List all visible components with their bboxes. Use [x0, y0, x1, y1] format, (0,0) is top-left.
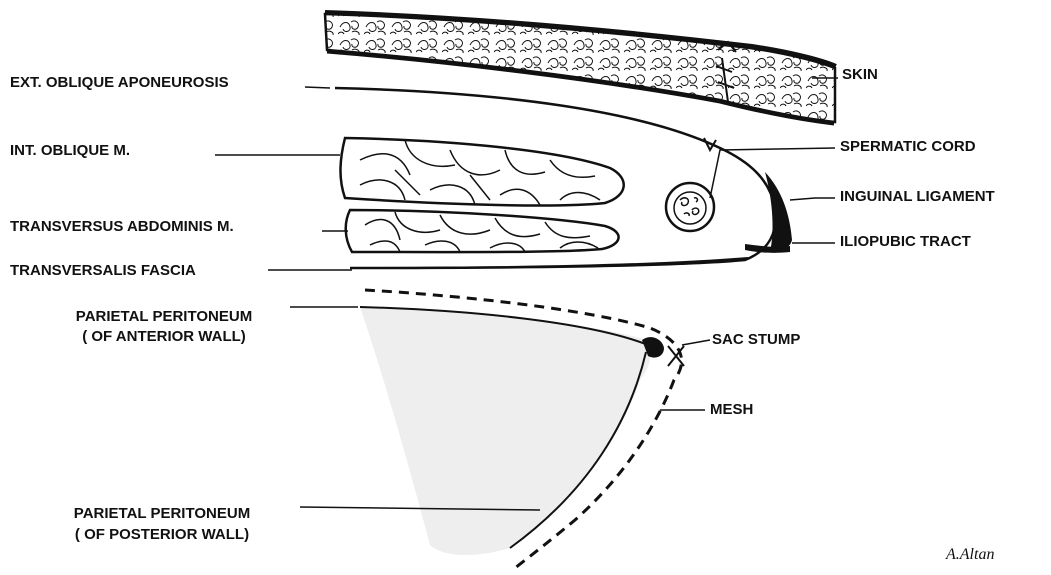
- int-oblique-muscle: [340, 138, 623, 205]
- label-parietal-posterior-1: PARIETAL PERITONEUM: [74, 505, 250, 523]
- label-transversus: TRANSVERSUS ABDOMINIS M.: [10, 218, 234, 236]
- label-mesh: MESH: [710, 401, 753, 419]
- label-skin: SKIN: [842, 66, 878, 84]
- label-int-oblique: INT. OBLIQUE M.: [10, 142, 130, 160]
- label-sac-stump: SAC STUMP: [712, 331, 800, 349]
- label-inguinal-ligament: INGUINAL LIGAMENT: [840, 188, 995, 206]
- parietal-peritoneum-region: [360, 307, 650, 555]
- label-parietal-anterior-1: PARIETAL PERITONEUM: [76, 308, 252, 326]
- label-spermatic-cord: SPERMATIC CORD: [840, 138, 976, 156]
- author-signature: A.Altan: [946, 546, 994, 564]
- label-ext-oblique: EXT. OBLIQUE APONEUROSIS: [10, 74, 229, 92]
- label-iliopubic-tract: ILIOPUBIC TRACT: [840, 233, 971, 251]
- label-parietal-anterior-2: ( OF ANTERIOR WALL): [82, 328, 246, 346]
- label-transversalis: TRANSVERSALIS FASCIA: [10, 262, 196, 280]
- transversus-abdominis-muscle: [346, 210, 619, 252]
- label-parietal-posterior-2: ( OF POSTERIOR WALL): [75, 526, 249, 544]
- spermatic-cord: [666, 183, 714, 231]
